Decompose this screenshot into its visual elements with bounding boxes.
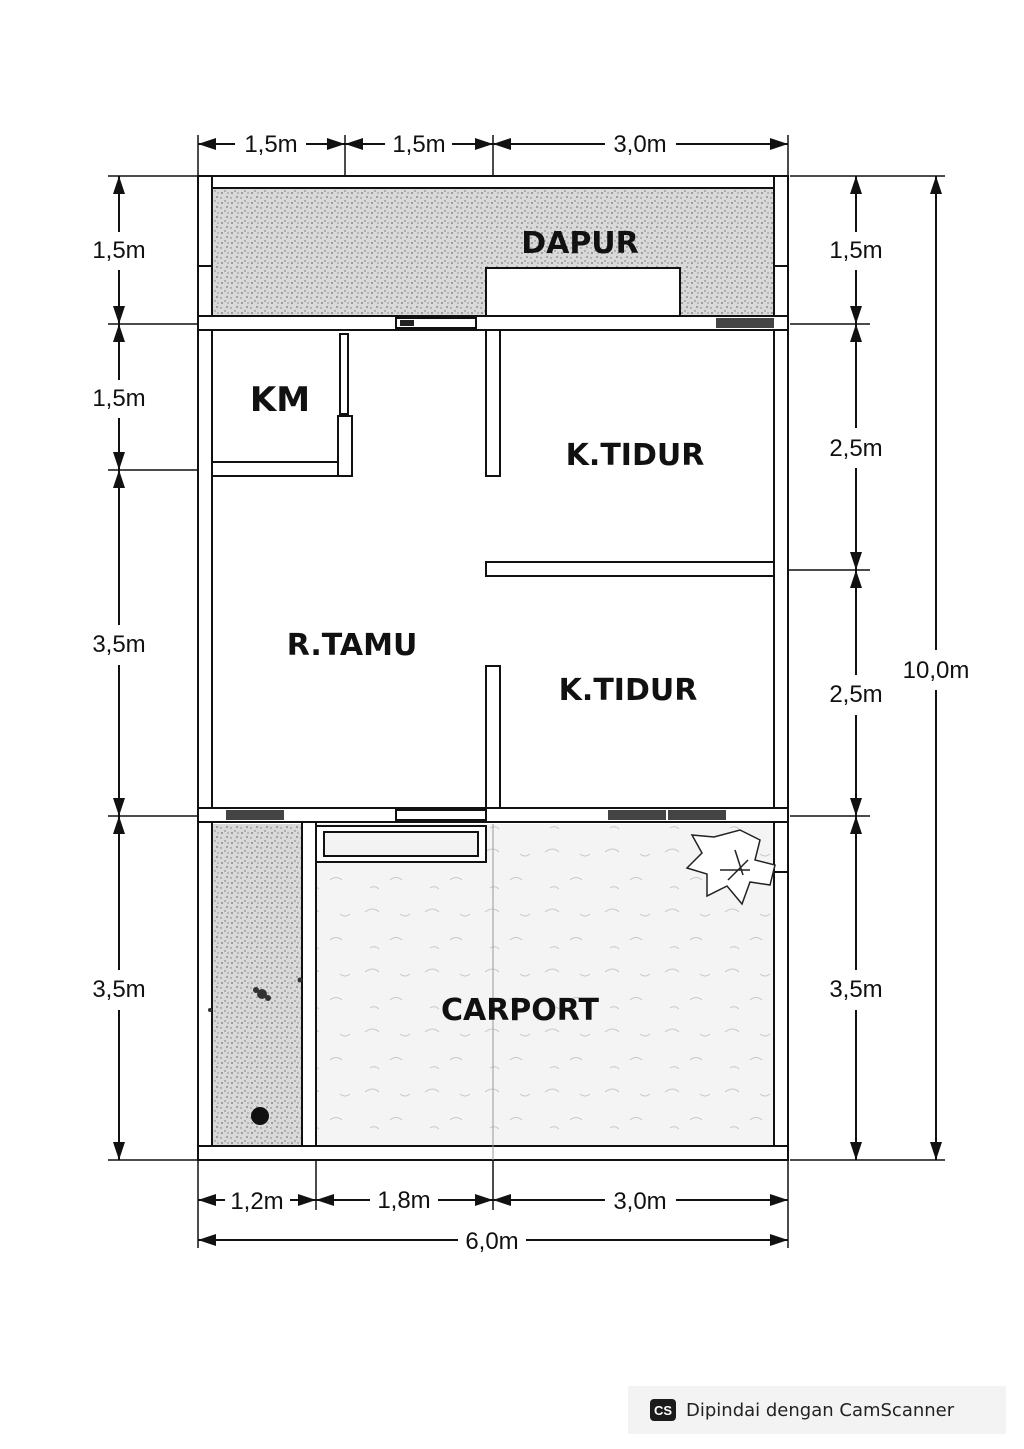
room-label-k-tidur-1: K.TIDUR	[566, 438, 705, 473]
room-label-carport: CARPORT	[441, 993, 600, 1028]
dim-left-2: 1,5m	[92, 385, 145, 412]
dim-top-3: 3,0m	[613, 131, 666, 158]
camscanner-text: Dipindai dengan CamScanner	[686, 1399, 955, 1421]
camscanner-watermark: CS Dipindai dengan CamScanner	[628, 1386, 1006, 1434]
garden-strip	[212, 824, 302, 1146]
dimension-arrowheads	[113, 138, 942, 1246]
openings	[226, 317, 774, 821]
dim-left-3: 3,5m	[92, 631, 145, 658]
drain-icon	[251, 1107, 269, 1125]
room-label-dapur: DAPUR	[521, 226, 639, 261]
dim-overall-width: 6,0m	[465, 1228, 518, 1255]
camscanner-logo-icon: CS	[650, 1399, 676, 1421]
plant-icon	[685, 829, 776, 906]
dim-top-1: 1,5m	[244, 131, 297, 158]
carport-floor	[316, 824, 774, 1160]
dim-left-4: 3,5m	[92, 976, 145, 1003]
room-label-km: KM	[250, 380, 310, 420]
dim-right-4: 3,5m	[829, 976, 882, 1003]
walls	[197, 175, 789, 1161]
room-label-r-tamu: R.TAMU	[287, 628, 418, 663]
dim-top-2: 1,5m	[392, 131, 445, 158]
dim-bottom-1: 1,2m	[230, 1188, 283, 1215]
dim-bottom-2: 1,8m	[377, 1187, 430, 1214]
extension-lines	[108, 135, 945, 1248]
dim-right-1: 1,5m	[829, 237, 882, 264]
dim-overall-height: 10,0m	[903, 657, 970, 684]
dim-left-1: 1,5m	[92, 237, 145, 264]
dim-bottom-3: 3,0m	[613, 1188, 666, 1215]
shrub-icon	[208, 977, 303, 1012]
room-label-k-tidur-2: K.TIDUR	[559, 673, 698, 708]
dim-right-3: 2,5m	[829, 681, 882, 708]
dim-right-2: 2,5m	[829, 435, 882, 462]
